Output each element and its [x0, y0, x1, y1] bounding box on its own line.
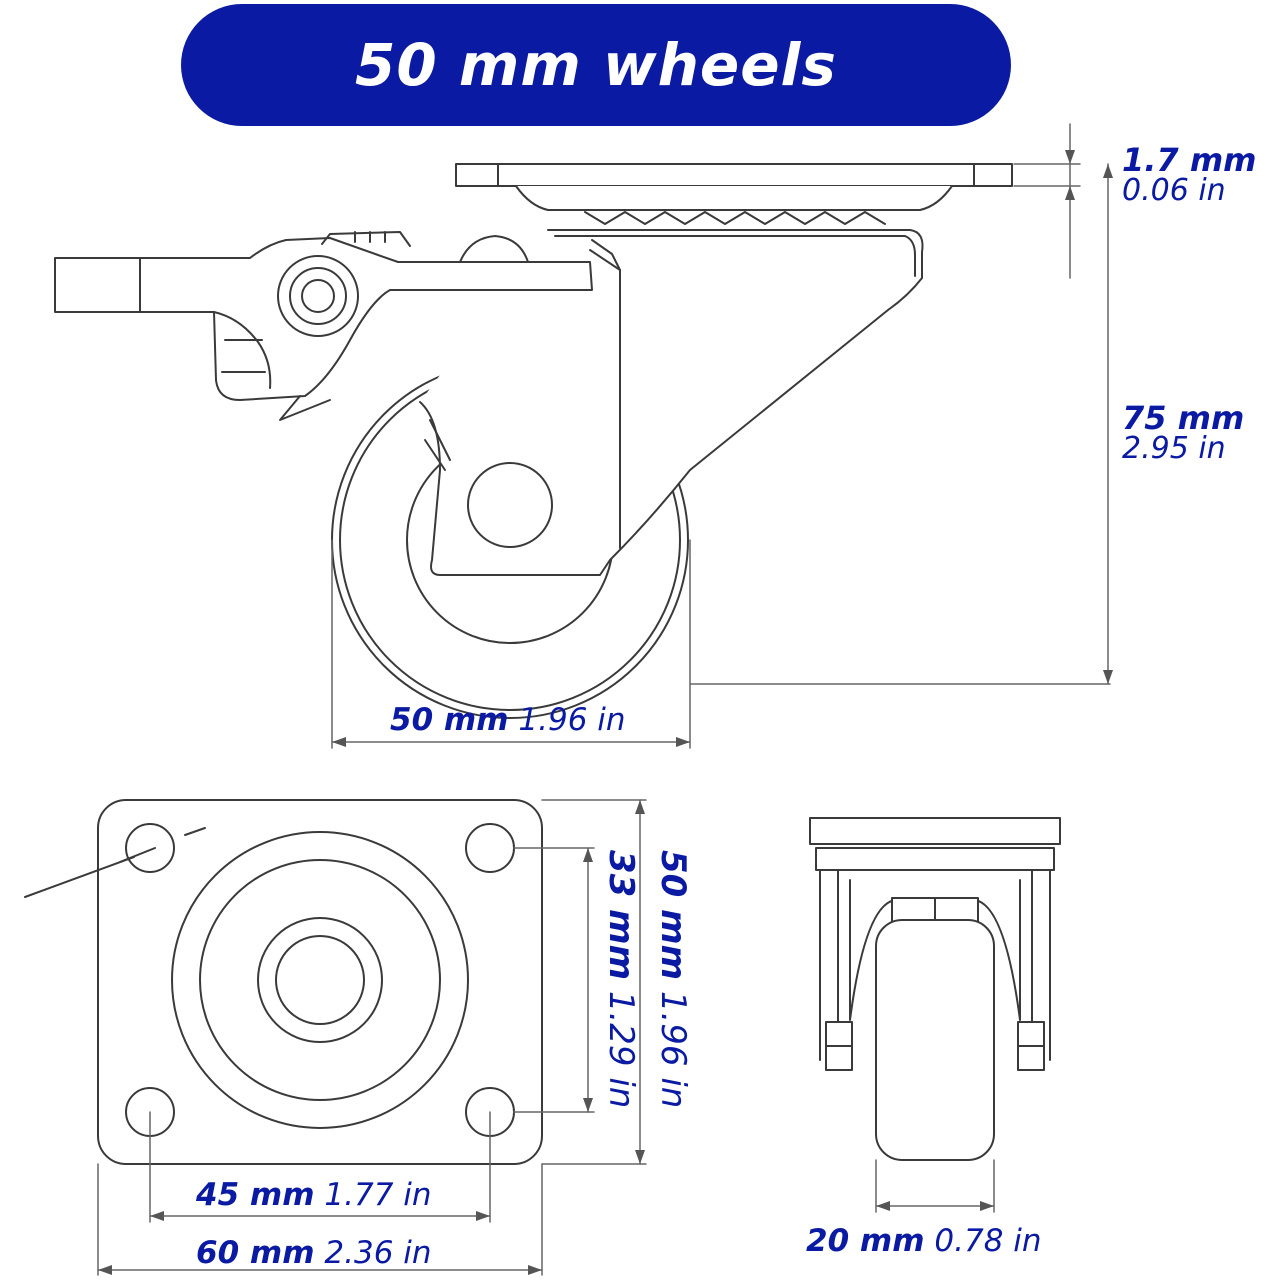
hole-spacing-vertical-in: 1.29 in: [601, 990, 641, 1109]
hole-spacing-horizontal-label: 45 mm 1.77 in: [196, 1180, 432, 1211]
hole-spacing-vertical-mm: 33 mm: [601, 850, 641, 981]
caster-front-view: [809, 817, 1061, 1161]
plate-width-mm: 60 mm: [196, 1235, 315, 1271]
plate-thickness-label: 1.7 mm 0.06 in: [1122, 144, 1257, 206]
title-banner: 50 mm wheels: [181, 4, 1011, 126]
dimension-lines: [97, 123, 1111, 1276]
wheel-width-in: 0.78 in: [934, 1223, 1042, 1259]
hole-spacing-horizontal-in: 1.77 in: [324, 1177, 432, 1213]
wheel-width-label: 20 mm 0.78 in: [806, 1226, 1042, 1257]
plate-width-in: 2.36 in: [324, 1235, 432, 1271]
wheel-diameter-mm: 50 mm: [390, 702, 509, 738]
plate-thickness-mm: 1.7 mm: [1122, 141, 1257, 179]
dimension-arrows: [98, 150, 1113, 1275]
caster-top-view: [24, 799, 543, 1165]
hole-spacing-vertical-label: 33 mm 1.29 in: [601, 850, 641, 1109]
plate-length-mm: 50 mm: [653, 850, 693, 981]
wheel-diameter-in: 1.96 in: [518, 702, 626, 738]
plate-width-label: 60 mm 2.36 in: [196, 1238, 432, 1269]
hole-spacing-horizontal-mm: 45 mm: [196, 1177, 315, 1213]
plate-length-in: 1.96 in: [653, 990, 693, 1109]
total-height-label: 75 mm 2.95 in: [1122, 402, 1244, 464]
caster-side-view: [54, 163, 1013, 719]
plate-length-label: 50 mm 1.96 in: [653, 850, 693, 1109]
wheel-diameter-label: 50 mm 1.96 in: [390, 705, 626, 736]
title-text: 50 mm wheels: [355, 31, 837, 99]
total-height-in: 2.95 in: [1122, 431, 1226, 466]
total-height-mm: 75 mm: [1122, 399, 1245, 437]
wheel-width-mm: 20 mm: [806, 1223, 925, 1259]
plate-thickness-in: 0.06 in: [1122, 173, 1226, 208]
